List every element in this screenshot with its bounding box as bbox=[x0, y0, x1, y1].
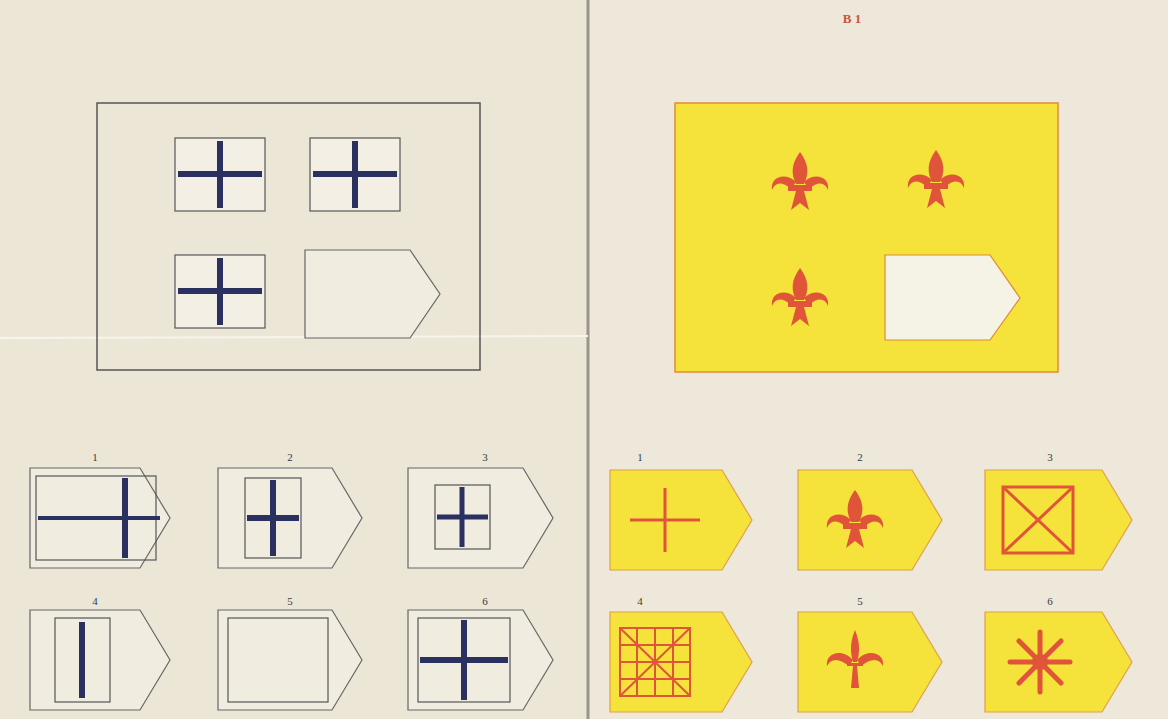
option-number: 1 bbox=[637, 452, 643, 463]
option-number: 5 bbox=[287, 596, 293, 607]
page-code: B 1 bbox=[843, 12, 861, 25]
option-number: 3 bbox=[1047, 452, 1053, 463]
option-number: 4 bbox=[637, 596, 643, 607]
option-number: 2 bbox=[287, 452, 293, 463]
option-number: 6 bbox=[482, 596, 488, 607]
option-number: 2 bbox=[857, 452, 863, 463]
option-number: 5 bbox=[857, 596, 863, 607]
option-number: 4 bbox=[92, 596, 98, 607]
option-number: 6 bbox=[1047, 596, 1053, 607]
option-number: 3 bbox=[482, 452, 488, 463]
option-number: 1 bbox=[92, 452, 98, 463]
